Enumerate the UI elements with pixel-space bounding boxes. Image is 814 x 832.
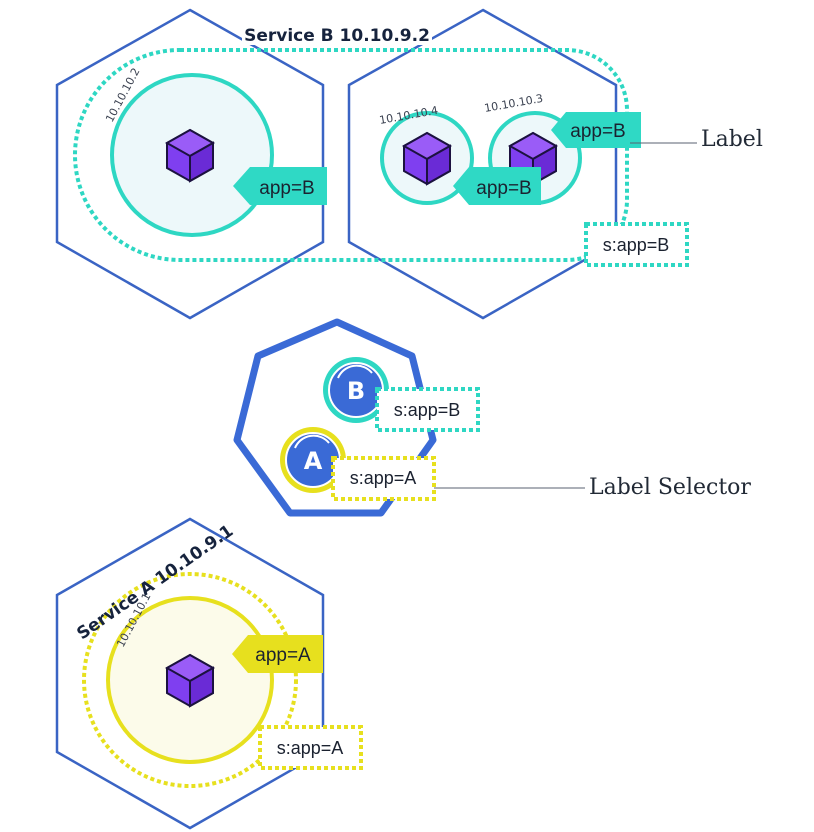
controller-selector-b-text: s:app=B <box>394 400 461 420</box>
service-b-title-bg <box>242 23 432 45</box>
controller-selector-a-text: s:app=A <box>350 468 417 488</box>
service-a-selector-text: s:app=A <box>277 738 344 758</box>
service-b-selector-text: s:app=B <box>603 235 670 255</box>
replication-controller-icon <box>337 364 373 379</box>
service-b-selector-box <box>584 222 689 267</box>
label-tag-b3 <box>551 112 641 148</box>
replication-controller-b-letter: B <box>347 377 365 405</box>
replication-controller-icon <box>294 434 330 449</box>
label-tag-b2-text: app=B <box>476 178 531 199</box>
label-tag-b2 <box>453 167 541 205</box>
node-hexagon-b2 <box>347 8 618 320</box>
label-selector-callout-text: Label Selector <box>589 475 751 500</box>
label-callout-text: Label <box>701 127 763 152</box>
replication-controller-a-letter: A <box>304 447 323 475</box>
controller-selector-a-box <box>331 456 436 501</box>
label-tag-b3-text: app=B <box>570 121 625 142</box>
service-a-selector-box <box>258 725 363 770</box>
service-b-title: Service B 10.10.9.2 <box>244 26 430 46</box>
label-tag-b1 <box>233 167 327 205</box>
label-tag-b1-text: app=B <box>259 178 314 199</box>
service-b-boundary <box>73 48 629 262</box>
label-tag-a1-text: app=A <box>255 645 311 666</box>
controller-selector-b-box <box>375 387 480 432</box>
service-a-boundary <box>82 572 298 788</box>
label-tag-a1 <box>232 635 323 673</box>
